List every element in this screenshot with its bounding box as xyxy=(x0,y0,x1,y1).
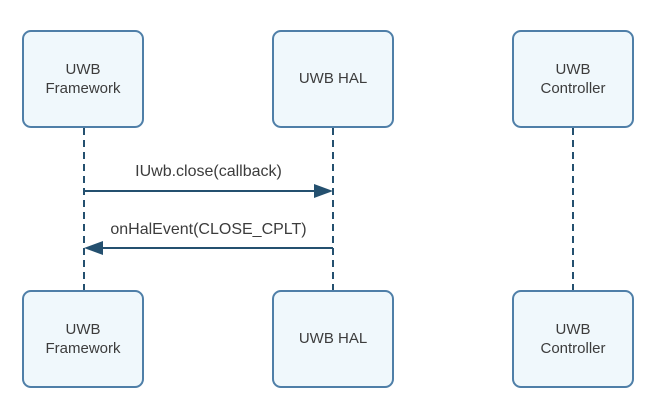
message-label-onhalevent: onHalEvent(CLOSE_CPLT) xyxy=(110,221,307,238)
actor-label: UWB Framework xyxy=(45,320,121,358)
actor-label: UWB Controller xyxy=(540,60,606,98)
actor-label: UWB Controller xyxy=(540,320,606,358)
actor-box-uwb-hal-top: UWB HAL xyxy=(272,30,394,128)
actor-box-uwb-framework-top: UWB Framework xyxy=(22,30,144,128)
message-label-iuwb-close: IUwb.close(callback) xyxy=(135,163,282,180)
actor-label: UWB Framework xyxy=(45,60,121,98)
message-arrowhead-onhalevent xyxy=(84,241,103,255)
actor-box-uwb-hal-bottom: UWB HAL xyxy=(272,290,394,388)
actor-box-uwb-framework-bottom: UWB Framework xyxy=(22,290,144,388)
actor-label: UWB HAL xyxy=(298,70,368,88)
message-arrowhead-iuwb-close xyxy=(314,184,333,198)
actor-box-uwb-controller-bottom: UWB Controller xyxy=(512,290,634,388)
actor-box-uwb-controller-top: UWB Controller xyxy=(512,30,634,128)
actor-label: UWB HAL xyxy=(298,330,368,348)
